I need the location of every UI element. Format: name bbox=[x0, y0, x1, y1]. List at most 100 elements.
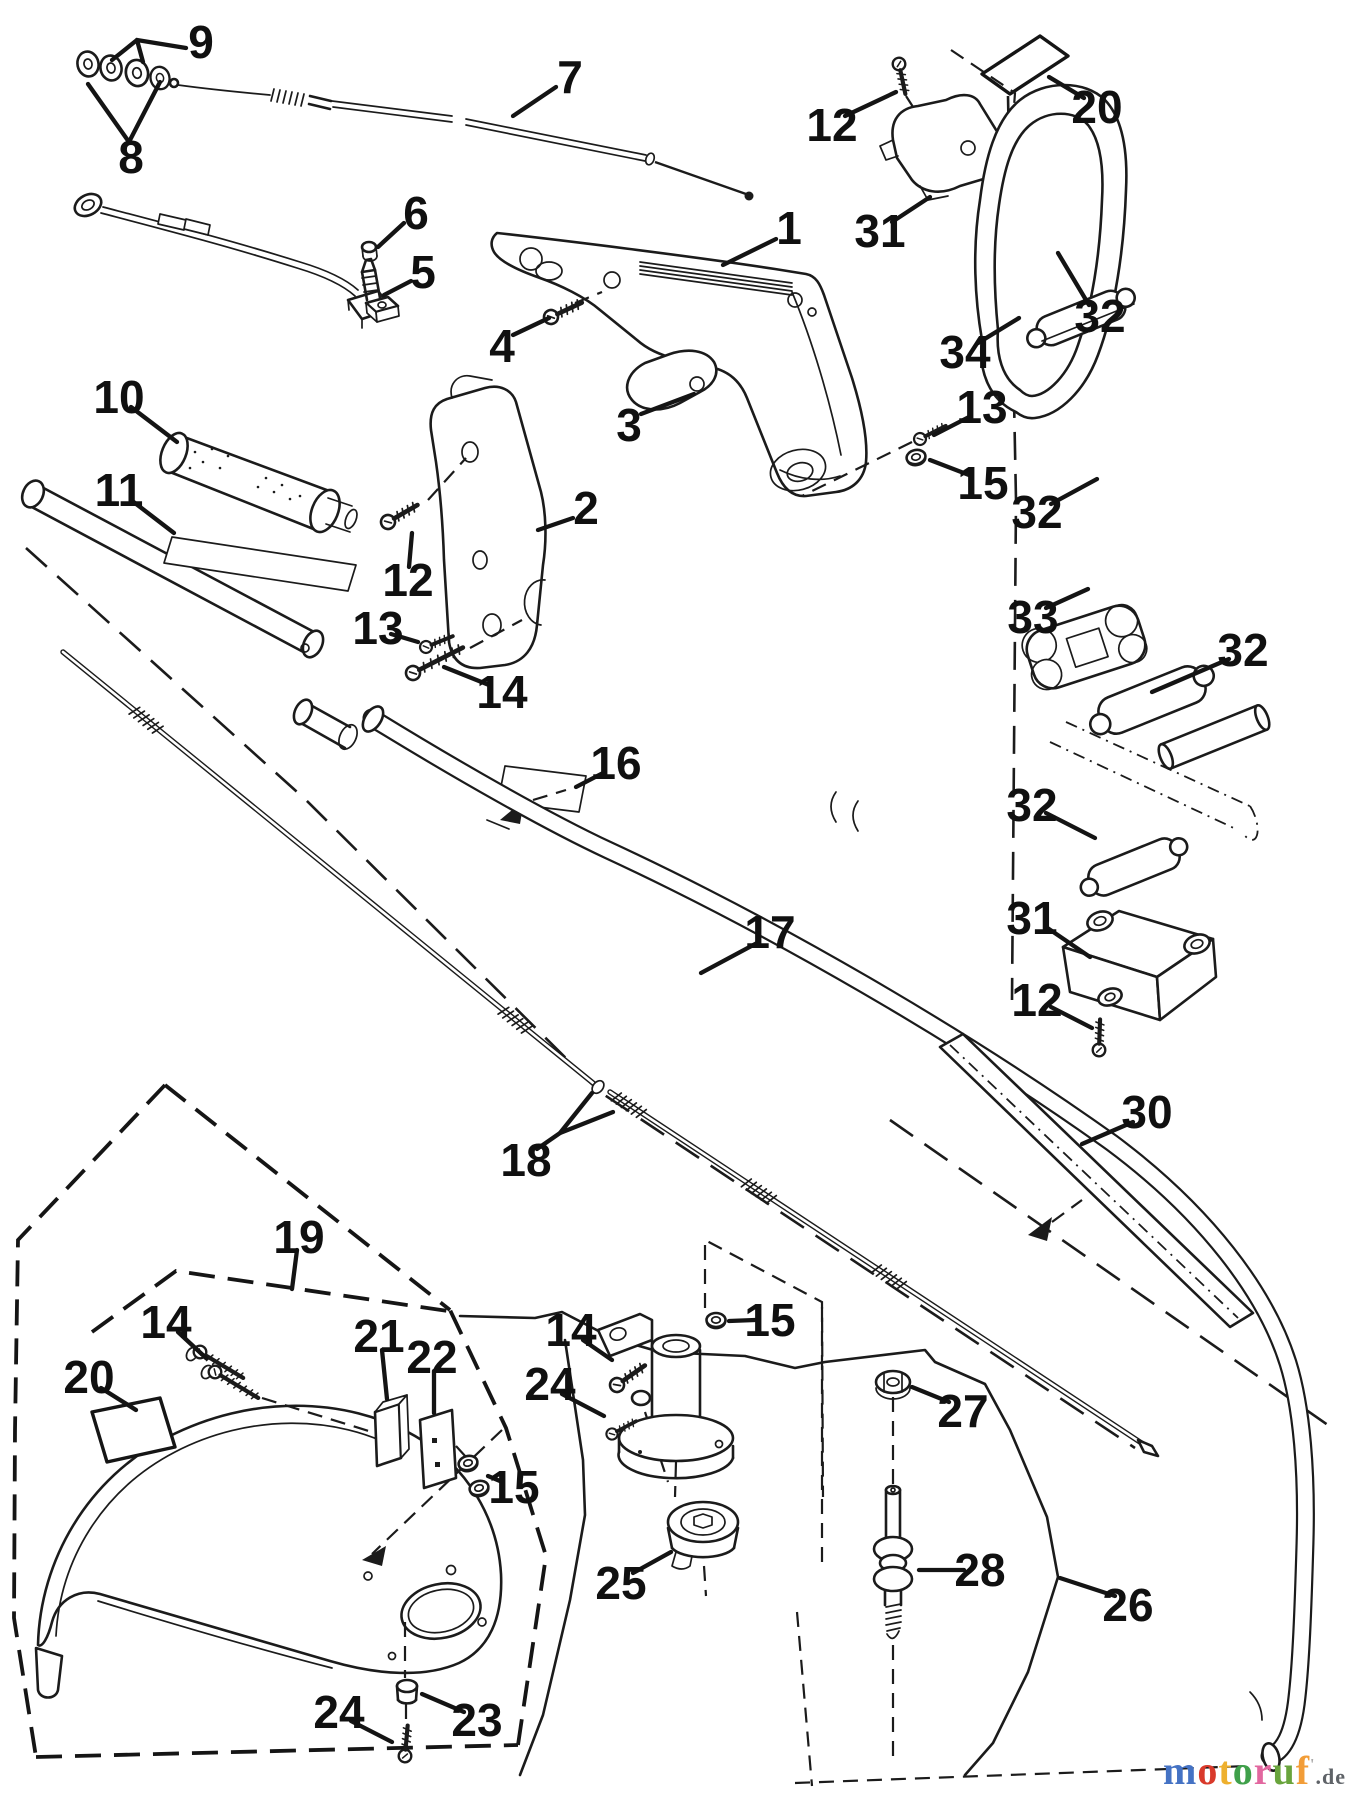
leader-line-24 bbox=[559, 1391, 607, 1419]
part-label-18: 18 bbox=[500, 1134, 551, 1186]
flex-shaft-18 bbox=[60, 649, 1160, 1458]
cap-6 bbox=[360, 240, 378, 254]
isolator-33 bbox=[1021, 603, 1148, 691]
leader-line-4 bbox=[510, 315, 552, 338]
leader-line-10 bbox=[128, 404, 180, 445]
part-label-22: 22 bbox=[406, 1331, 457, 1383]
part-label-12: 12 bbox=[806, 99, 857, 151]
leader-line-32 bbox=[1048, 476, 1100, 507]
spacer-23 bbox=[395, 1622, 419, 1726]
part-label-7: 7 bbox=[557, 51, 583, 103]
logo-letter: r bbox=[1253, 1748, 1273, 1793]
part-label-14: 14 bbox=[476, 666, 528, 718]
leader-line-16 bbox=[573, 770, 606, 790]
placement-arrow-30 bbox=[1028, 1217, 1052, 1241]
part-label-15: 15 bbox=[488, 1461, 539, 1513]
screw-14-adapter bbox=[607, 1360, 649, 1395]
head-boundary-26 bbox=[458, 1307, 1249, 1787]
assembly-boundary-19 bbox=[12, 1083, 548, 1759]
leader-line-24 bbox=[348, 1718, 395, 1745]
part-label-33: 33 bbox=[1007, 591, 1058, 643]
nut-27 bbox=[874, 1369, 912, 1484]
decal-20-guard bbox=[90, 1396, 177, 1464]
leader-line-2 bbox=[535, 515, 576, 533]
part-label-32: 32 bbox=[1011, 486, 1062, 538]
leader-line-1 bbox=[720, 236, 779, 268]
leader-line-6 bbox=[375, 220, 407, 250]
leader-line-9 bbox=[134, 37, 146, 65]
part-label-13: 13 bbox=[956, 381, 1007, 433]
leader-line-32 bbox=[1043, 810, 1098, 841]
part-label-16: 16 bbox=[590, 737, 641, 789]
leader-line-13 bbox=[388, 631, 421, 645]
screw-12-lower bbox=[1092, 1019, 1106, 1056]
part-label-19: 19 bbox=[273, 1211, 324, 1263]
part-label-17: 17 bbox=[744, 906, 795, 958]
leader-line-33 bbox=[1043, 586, 1091, 611]
leader-line-18 bbox=[557, 1109, 616, 1136]
logo-tick: ' bbox=[1310, 1756, 1316, 1774]
logo-suffix: .de bbox=[1315, 1764, 1346, 1789]
nut-15-right bbox=[903, 446, 929, 469]
leader-line-8 bbox=[126, 79, 163, 145]
screw-4 bbox=[542, 290, 603, 326]
shaft-tube-17 bbox=[361, 705, 1306, 1772]
part-label-5: 5 bbox=[410, 246, 436, 298]
leader-line-12 bbox=[1048, 1004, 1095, 1031]
part-label-21: 21 bbox=[353, 1310, 404, 1362]
part-label-32: 32 bbox=[1217, 624, 1268, 676]
leader-line-19 bbox=[289, 1247, 300, 1292]
leader-line-14 bbox=[175, 1329, 209, 1361]
screw-24-guard bbox=[398, 1725, 414, 1763]
leader-line-23 bbox=[419, 1691, 467, 1715]
part-label-11: 11 bbox=[95, 464, 144, 516]
tube-segment bbox=[1157, 703, 1271, 771]
ground-wire-5-6 bbox=[73, 192, 394, 329]
leader-line-5 bbox=[381, 278, 414, 298]
leader-line-30 bbox=[1079, 1119, 1136, 1147]
clamp-bolt bbox=[1041, 303, 1135, 342]
leader-line-8 bbox=[85, 81, 132, 145]
part-label-14: 14 bbox=[545, 1304, 597, 1356]
backing-plate-22 bbox=[418, 1408, 467, 1490]
part-label-25: 25 bbox=[595, 1557, 646, 1609]
screw-13-right bbox=[801, 418, 951, 497]
part-label-2: 2 bbox=[573, 482, 599, 534]
leader-line-15 bbox=[726, 1317, 758, 1324]
part-label-28: 28 bbox=[954, 1544, 1005, 1596]
part-label-4: 4 bbox=[489, 320, 515, 372]
leader-line-13 bbox=[931, 414, 972, 438]
leader-line-14 bbox=[441, 664, 492, 688]
leader-line-32 bbox=[1055, 250, 1092, 308]
leader-line-12 bbox=[406, 530, 415, 570]
part-label-12: 12 bbox=[382, 554, 433, 606]
leader-line-26 bbox=[1057, 1575, 1118, 1599]
part-label-30: 30 bbox=[1121, 1086, 1172, 1138]
part-label-23: 23 bbox=[451, 1694, 502, 1746]
part-label-31: 31 bbox=[854, 205, 905, 257]
clamp-32-lower bbox=[1079, 836, 1189, 898]
guard-screws-14 bbox=[185, 1343, 373, 1434]
leader-line-12 bbox=[842, 89, 899, 119]
part-label-32: 32 bbox=[1074, 290, 1125, 342]
part-label-13: 13 bbox=[352, 602, 403, 654]
part-label-12: 12 bbox=[1011, 974, 1062, 1026]
logo-letter: m bbox=[1163, 1748, 1198, 1793]
logo-letter: o bbox=[1232, 1748, 1254, 1793]
decal-30 bbox=[938, 1032, 1255, 1329]
leader-line-15 bbox=[485, 1473, 503, 1484]
leader-line-15 bbox=[927, 457, 972, 478]
loop-handle-34 bbox=[973, 83, 1128, 420]
part-label-31: 31 bbox=[1006, 892, 1057, 944]
placement-arrow-guard bbox=[362, 1546, 386, 1566]
leader-line-27 bbox=[909, 1384, 952, 1405]
leader-line-17 bbox=[698, 940, 760, 976]
logo-letter: t bbox=[1218, 1748, 1233, 1793]
decal-20-top bbox=[980, 34, 1070, 96]
part-label-8: 8 bbox=[118, 131, 144, 183]
part-label-3: 3 bbox=[616, 399, 642, 451]
leader-line-9 bbox=[109, 37, 189, 63]
